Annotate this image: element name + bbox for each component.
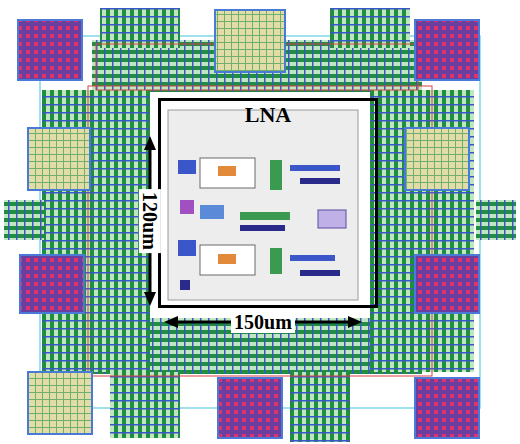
dimension-label: 150um bbox=[231, 311, 295, 333]
block-title: LNA bbox=[161, 103, 375, 127]
lna-block: LNA bbox=[158, 98, 378, 308]
dimension-label: 120um bbox=[139, 189, 161, 253]
